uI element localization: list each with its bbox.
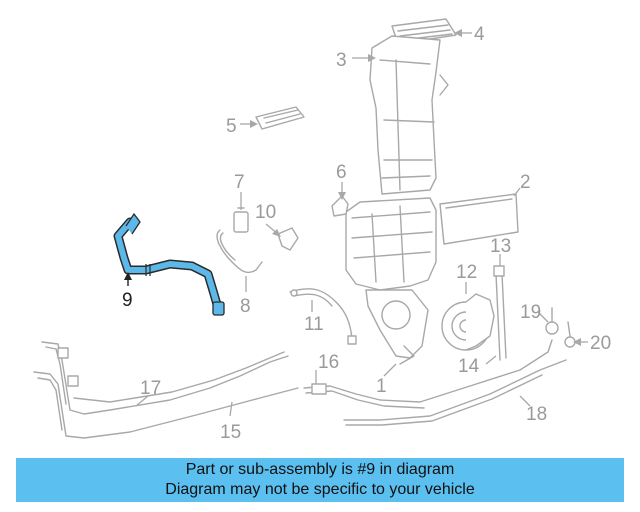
callout-5: 5 <box>226 116 237 137</box>
banner-line-disclaimer: Diagram may not be specific to your vehi… <box>165 481 475 498</box>
part-1-housing[interactable] <box>345 197 437 365</box>
part-16-line[interactable] <box>303 339 553 409</box>
callout-8: 8 <box>240 296 251 317</box>
callout-1: 1 <box>376 376 387 397</box>
part-15-line[interactable] <box>33 371 299 439</box>
part-19-fitting[interactable] <box>545 307 559 335</box>
part-11-line[interactable] <box>289 288 357 345</box>
callout-6: 6 <box>336 162 347 183</box>
part-3-duct[interactable] <box>369 35 449 195</box>
part-18-line[interactable] <box>343 359 567 426</box>
callout-18: 18 <box>526 404 547 425</box>
callout-15: 15 <box>220 422 241 443</box>
part-9-hose-highlighted[interactable] <box>113 212 225 316</box>
part-17-line[interactable] <box>41 341 289 415</box>
callout-2: 2 <box>520 172 531 193</box>
callout-14: 14 <box>458 356 480 377</box>
part-8-line[interactable] <box>216 229 263 274</box>
callout-7: 7 <box>234 172 245 193</box>
callout-20: 20 <box>590 333 611 354</box>
banner-line-part: Part or sub-assembly is #9 in diagram <box>185 461 455 478</box>
callout-4: 4 <box>474 24 485 45</box>
callout-16: 16 <box>318 352 339 373</box>
callout-11: 11 <box>304 314 324 335</box>
callout-3: 3 <box>336 50 347 71</box>
part-13-rod[interactable] <box>493 265 507 361</box>
part-5-vent[interactable] <box>255 106 305 130</box>
part-12-blower-motor[interactable] <box>441 293 495 351</box>
callout-17: 17 <box>140 378 161 399</box>
callout-13: 13 <box>490 236 511 257</box>
part-7-switch[interactable] <box>233 207 249 233</box>
part-6-bracket[interactable] <box>331 195 349 217</box>
callout-12: 12 <box>456 262 477 283</box>
parts-diagram: 4 3 5 2 6 7 10 8 9 11 12 13 14 16 1 17 1… <box>33 18 611 443</box>
part-info-banner: Part or sub-assembly is #9 in diagram Di… <box>16 458 624 502</box>
part-2-filter[interactable] <box>439 193 519 245</box>
part-20-fitting[interactable] <box>564 321 576 348</box>
callout-19: 19 <box>520 302 541 323</box>
part-10-sensor[interactable] <box>277 227 299 251</box>
callout-10: 10 <box>255 202 276 223</box>
callout-9: 9 <box>122 290 133 311</box>
